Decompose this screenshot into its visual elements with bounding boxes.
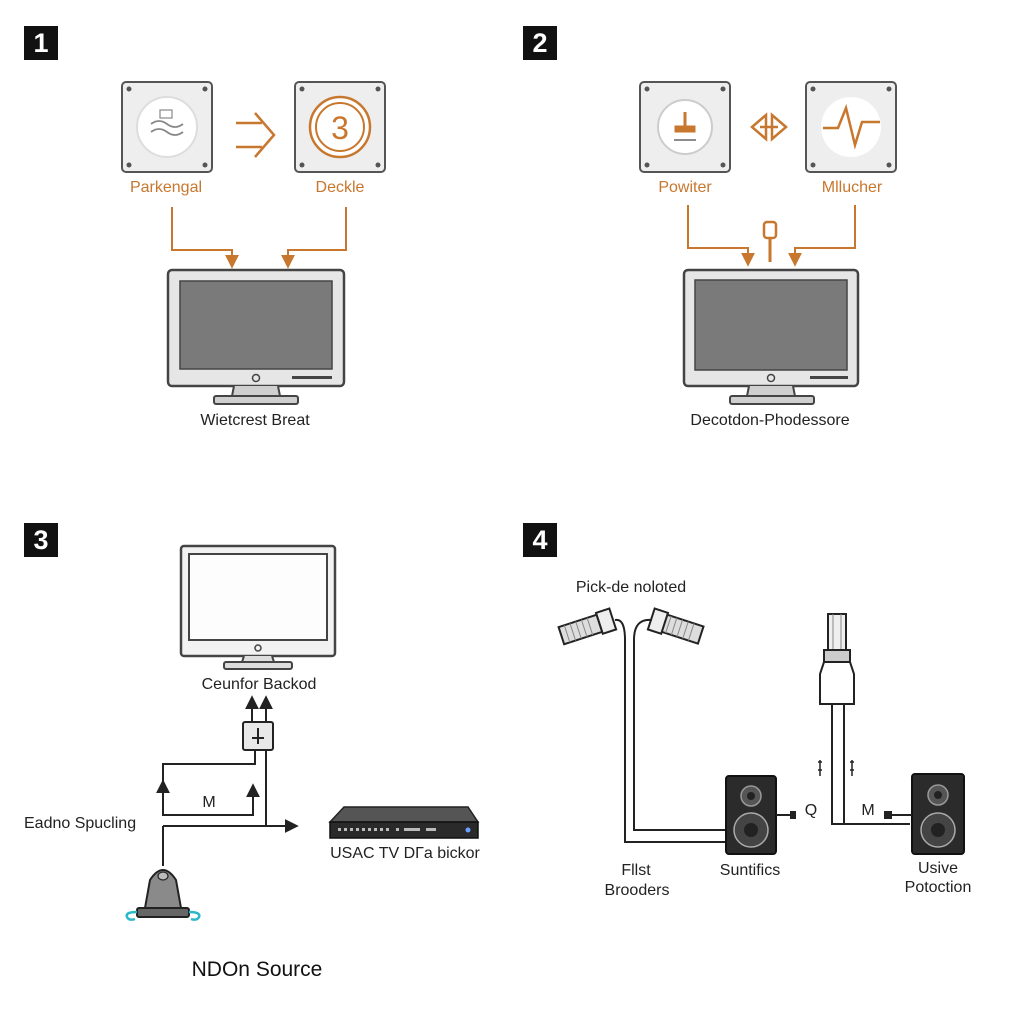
connector-line [281,207,347,269]
right-speaker-label-1: Usive [917,860,958,877]
center-speaker-icon [725,775,796,855]
panel-3 [125,544,480,921]
monitor-label: Ceunfor Backod [201,676,317,693]
monitor-label: Wietcrest Breat [200,412,310,429]
pickup-label: Pick-de noloted [575,579,687,596]
panel-2-number: 2 [523,26,557,60]
signal-marks [818,760,854,776]
double-arrow-icon [236,112,276,158]
cable-line [843,704,910,825]
source-device-icon [125,869,201,921]
cable-mark-left: Q [804,802,818,819]
center-speaker-label: Suntifics [719,862,781,879]
deckle-device-icon: 3 [294,81,386,173]
mllucher-label: Mllucher [821,179,883,196]
powiter-label: Powiter [658,179,712,196]
connector-line [687,205,755,267]
mllucher-device-icon [805,81,897,173]
cable-mark-right: M [861,802,875,819]
deckle-glyph: 3 [331,110,349,146]
receiver-label: USAC TV DГa bickor [330,845,480,862]
left-bottom-label-2: Brooders [604,882,670,899]
plug-icon [762,220,778,262]
panel-4-number: 4 [523,523,557,557]
vertical-connector-icon [819,613,855,705]
left-plug-icon [557,607,618,646]
cable-line [831,704,846,825]
loop-label: M [202,794,216,811]
powiter-device-icon [639,81,731,173]
splitter-icon [242,721,274,751]
parkengal-label: Parkengal [129,179,203,196]
monitor-icon [179,544,337,670]
panel-1-number: 1 [24,26,58,60]
panel-1: 3 [121,81,386,405]
diamond-connector-icon [750,112,788,142]
deckle-label: Deckle [315,179,365,196]
right-plug-icon [646,607,705,645]
monitor-icon [166,268,346,405]
panel-4 [557,607,965,855]
connector-line [171,207,239,269]
monitor-label: Decotdon-Phodessore [690,412,850,429]
connector-line [788,205,856,267]
right-speaker-label-2: Potoction [904,879,972,896]
tv-receiver-icon [328,806,480,839]
parkengal-device-icon [121,81,213,173]
panel-3-number: 3 [24,523,58,557]
source-label: NDOn Source [191,958,323,981]
side-label: Eadno Spucling [24,815,137,832]
cable-line [614,618,728,843]
panel-2 [639,81,897,405]
cable-line [633,618,728,831]
left-bottom-label-1: Fllst [621,862,651,879]
monitor-icon [682,268,860,405]
right-speaker-icon [884,773,965,855]
